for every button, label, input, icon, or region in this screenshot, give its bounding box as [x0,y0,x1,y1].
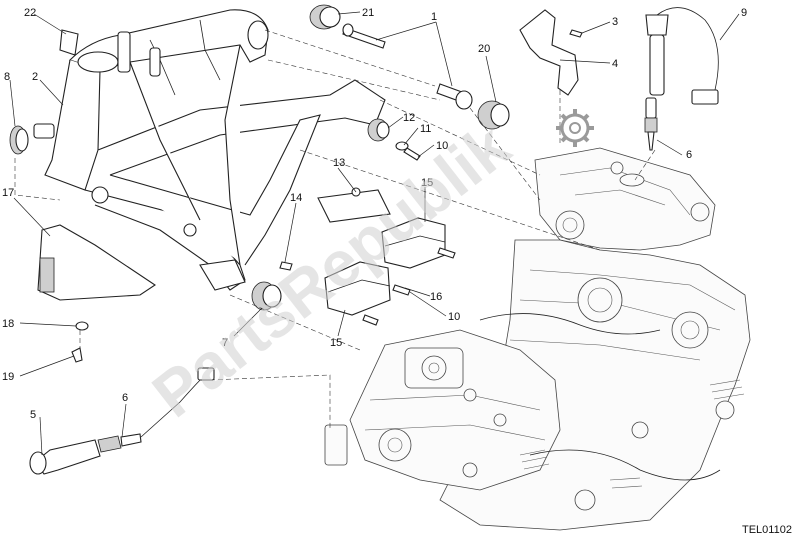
part-21-bushing [309,4,386,49]
callout-17: 17 [2,187,14,199]
part-1-bolt [436,83,473,110]
assembly-lines [14,29,656,430]
callout-2: 2 [32,71,38,83]
callout-3: 3 [612,16,618,28]
leader-lines [9,11,740,456]
part-14-screw [279,261,293,271]
callout-14: 14 [290,192,302,204]
callout-5: 5 [30,409,36,421]
callout-6-upper: 6 [686,149,692,161]
part-6-spark-plug-lower [97,367,215,453]
engine-assembly [324,147,751,531]
drawing-code: TEL01102 [742,524,792,536]
callout-15-lower: 15 [330,337,342,349]
part-17-side-cover [37,224,156,301]
callout-10-upper: 10 [436,140,448,152]
callout-8: 8 [4,71,10,83]
part-18-clip [75,321,89,331]
gear-icon [556,109,594,147]
part-12-nut [367,118,390,142]
callout-labels: 1 2 3 4 5 6 6 7 8 9 10 10 11 12 13 14 15… [2,7,747,421]
callout-1: 1 [431,11,437,23]
part-10-bolt-upper [403,147,421,161]
callout-12: 12 [403,112,415,124]
callout-19: 19 [2,371,14,383]
part-6-spark-plug-upper [644,97,658,151]
part-9-ignition-coil [645,7,719,105]
callout-11: 11 [420,123,431,135]
part-15-regulator-lower [324,261,391,316]
callout-15-upper: 15 [421,177,433,189]
part-19-pin [71,347,83,363]
callout-10-lower: 10 [448,311,460,323]
part-20-bushing [477,100,510,130]
part-16-bolt [392,284,411,296]
callout-16: 16 [430,291,442,303]
part-7-rubber-mount [251,281,282,311]
part-8-grommet [9,125,29,155]
part-4-bracket [519,9,579,96]
trellis-frame [33,9,386,291]
callout-7: 7 [222,337,228,349]
callout-13: 13 [333,157,345,169]
callout-4: 4 [612,58,618,70]
callout-21: 21 [362,7,374,19]
callout-9: 9 [741,7,747,19]
callout-18: 18 [2,318,14,330]
callout-22: 22 [24,7,36,19]
part-3-screw [569,29,583,38]
callout-20: 20 [478,43,490,55]
part-22-label-plate [59,29,79,56]
callout-6-lower: 6 [122,392,128,404]
part-5-plug-cap [29,439,101,475]
